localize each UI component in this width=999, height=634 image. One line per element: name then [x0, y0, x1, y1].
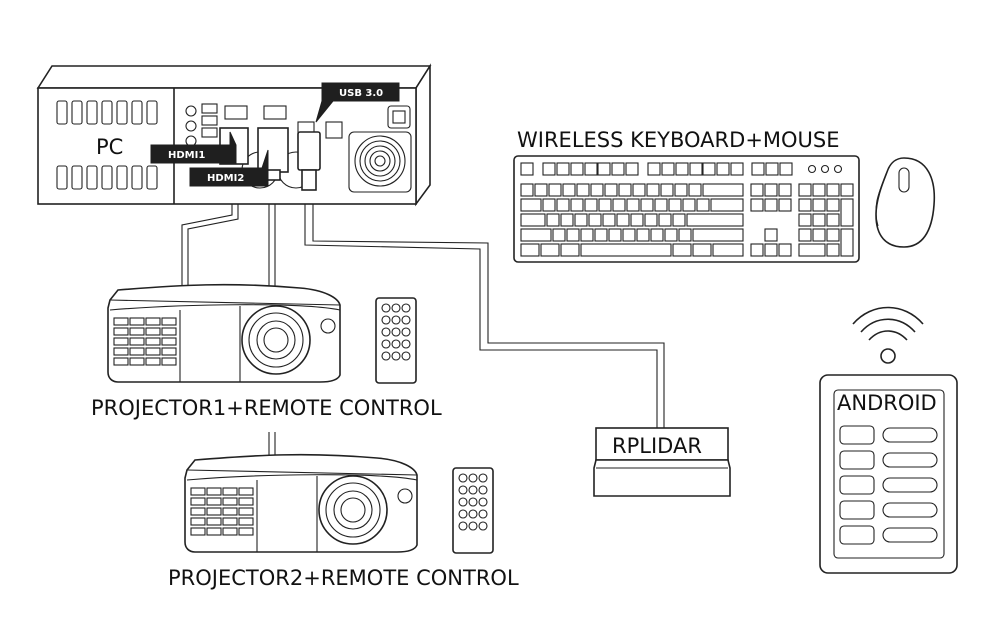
wifi-icon [852, 306, 924, 364]
hdmi1-port-label: HDMI1 [168, 150, 205, 161]
rplidar-label: RPLIDAR [612, 434, 702, 458]
usb-port-label: USB 3.0 [339, 88, 383, 99]
keyboard-mouse-label: WIRELESS KEYBOARD+MOUSE [517, 128, 840, 152]
projector-icon [184, 453, 418, 553]
projector2-label: PROJECTOR2+REMOTE CONTROL [168, 566, 519, 590]
remote-control-icon [375, 297, 417, 384]
hdmi2-port-label: HDMI2 [207, 173, 244, 184]
hdmi1-port-tag: HDMI1 [150, 131, 237, 164]
projector-icon [107, 283, 341, 383]
pc-label: PC [96, 135, 123, 159]
projector1-label: PROJECTOR1+REMOTE CONTROL [91, 396, 442, 420]
rplidar-icon [593, 427, 731, 497]
usb-port-tag: USB 3.0 [315, 82, 400, 123]
mouse-icon [875, 157, 936, 248]
keyboard-icon [513, 155, 860, 263]
android-phone-icon [819, 374, 958, 574]
remote-control-icon [452, 467, 494, 554]
hdmi2-port-tag: HDMI2 [189, 149, 269, 187]
android-label: ANDROID [837, 391, 937, 415]
